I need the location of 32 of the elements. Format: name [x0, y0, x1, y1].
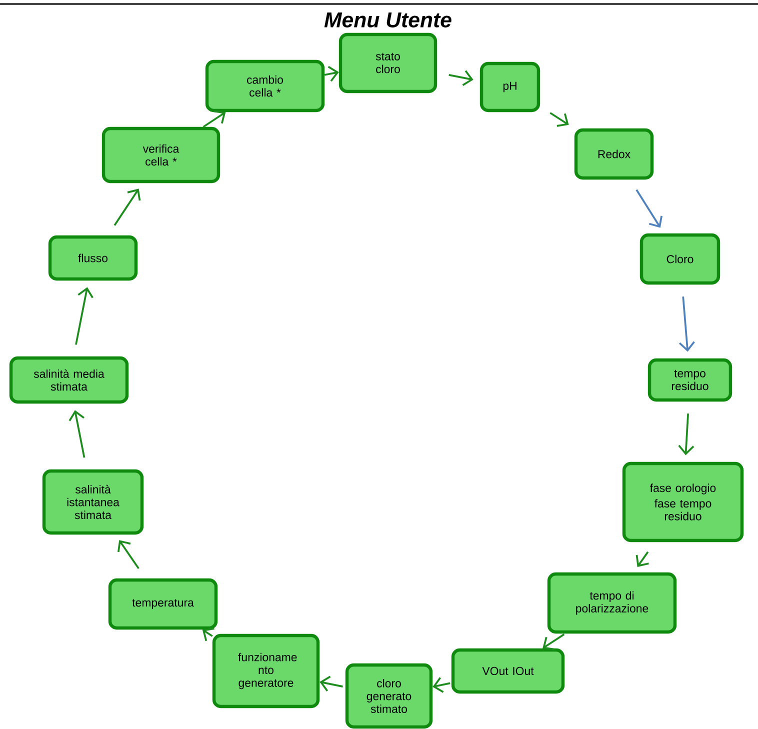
menu-box: tempo residuo — [648, 358, 732, 402]
menu-box: Redox — [574, 128, 654, 180]
menu-box: pH — [480, 62, 540, 112]
arrow — [320, 676, 343, 692]
arrow — [678, 414, 694, 456]
arrow — [678, 296, 695, 352]
menu-box: tempo di polarizzazione — [547, 572, 677, 634]
arrow — [448, 70, 474, 86]
menu-box: salinità istantanea stimata — [42, 469, 144, 535]
arrow — [542, 634, 565, 650]
arrow — [636, 189, 662, 228]
arrow — [117, 540, 140, 570]
arrow — [202, 628, 214, 642]
title: Menu Utente — [324, 12, 452, 28]
arrow — [202, 110, 226, 128]
menu-box: salinità media stimata — [9, 356, 129, 404]
menu-box: cambio cella * — [205, 60, 325, 112]
arrow — [75, 287, 94, 345]
arrow — [636, 551, 649, 567]
menu-box: funzioname nto generatore — [212, 634, 320, 708]
menu-box: verifica cella * — [102, 126, 220, 184]
menu-box: temperatura — [108, 578, 218, 630]
arrow — [432, 677, 450, 693]
menu-box: flusso — [48, 235, 138, 281]
menu-box: fase orologio fase tempo residuo — [622, 462, 744, 542]
arrow — [550, 112, 569, 127]
menu-box: Cloro — [640, 233, 720, 285]
menu-box: stato cloro — [338, 32, 438, 94]
menu-box: VOut IOut — [451, 648, 565, 694]
arrow — [114, 188, 141, 226]
arrow — [68, 410, 86, 458]
menu-box: cloro generato stimato — [345, 663, 433, 729]
